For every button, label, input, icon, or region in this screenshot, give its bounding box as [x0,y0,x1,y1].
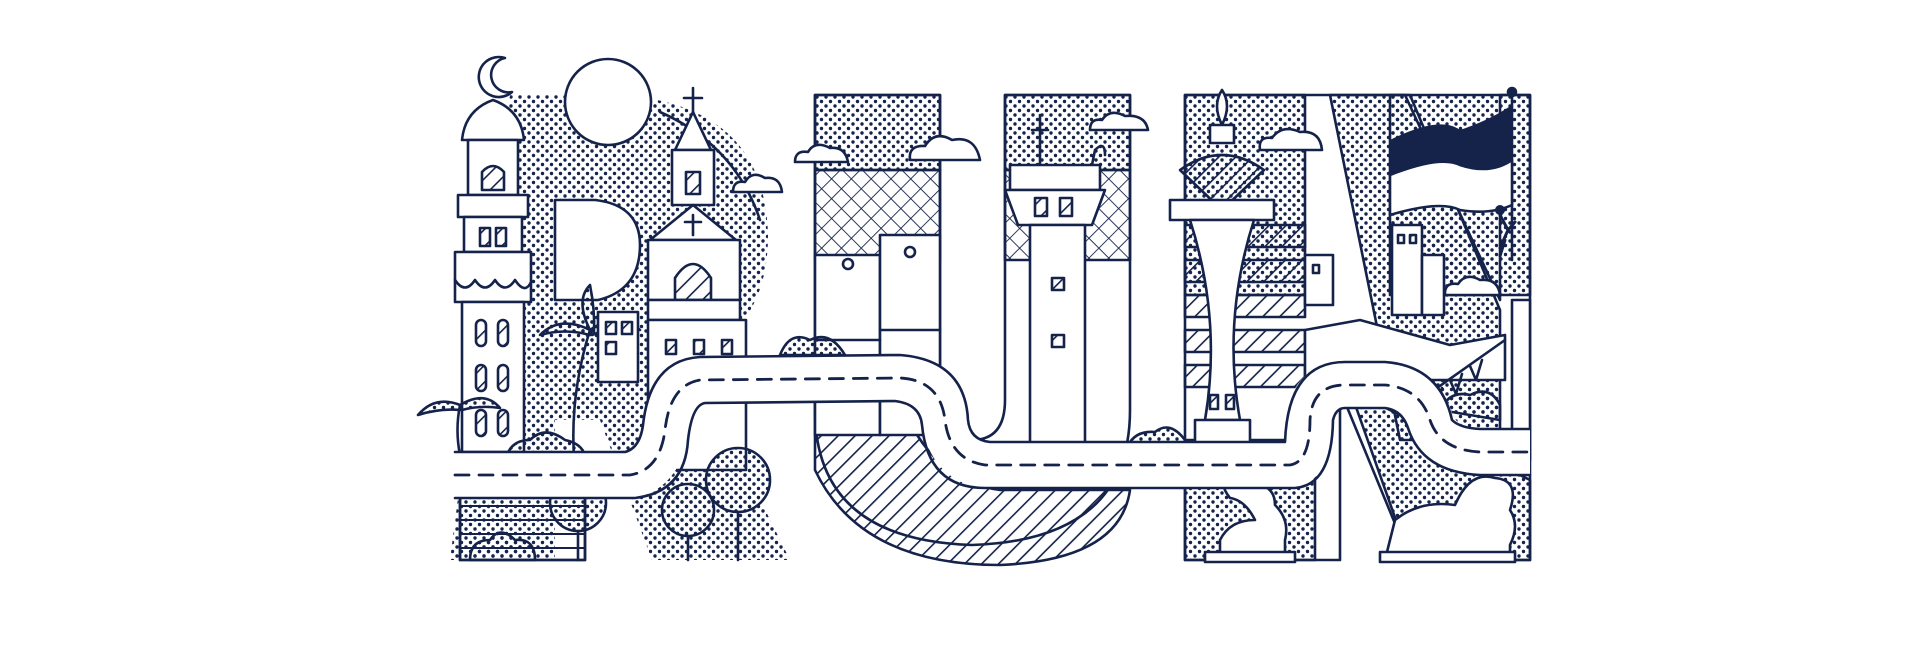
crescent-moon-icon [477,55,514,99]
flame-torch-tower-icon [1168,88,1276,452]
letter-u [778,93,1132,567]
lion-statue-icon [1378,475,1517,564]
flag-icon [1388,86,1518,262]
climber-icon [1498,213,1517,258]
cloud-icon [731,111,1502,297]
control-tower-icon [1003,113,1107,447]
cross-icon [682,86,704,114]
mosque-minaret-icon [453,98,533,454]
road-icon [453,353,1532,500]
city-building-icon [1303,223,1446,317]
letter-r-counter [553,198,642,302]
bush-icon [468,531,537,562]
bell-icon [673,262,713,302]
sun-icon [563,57,653,147]
